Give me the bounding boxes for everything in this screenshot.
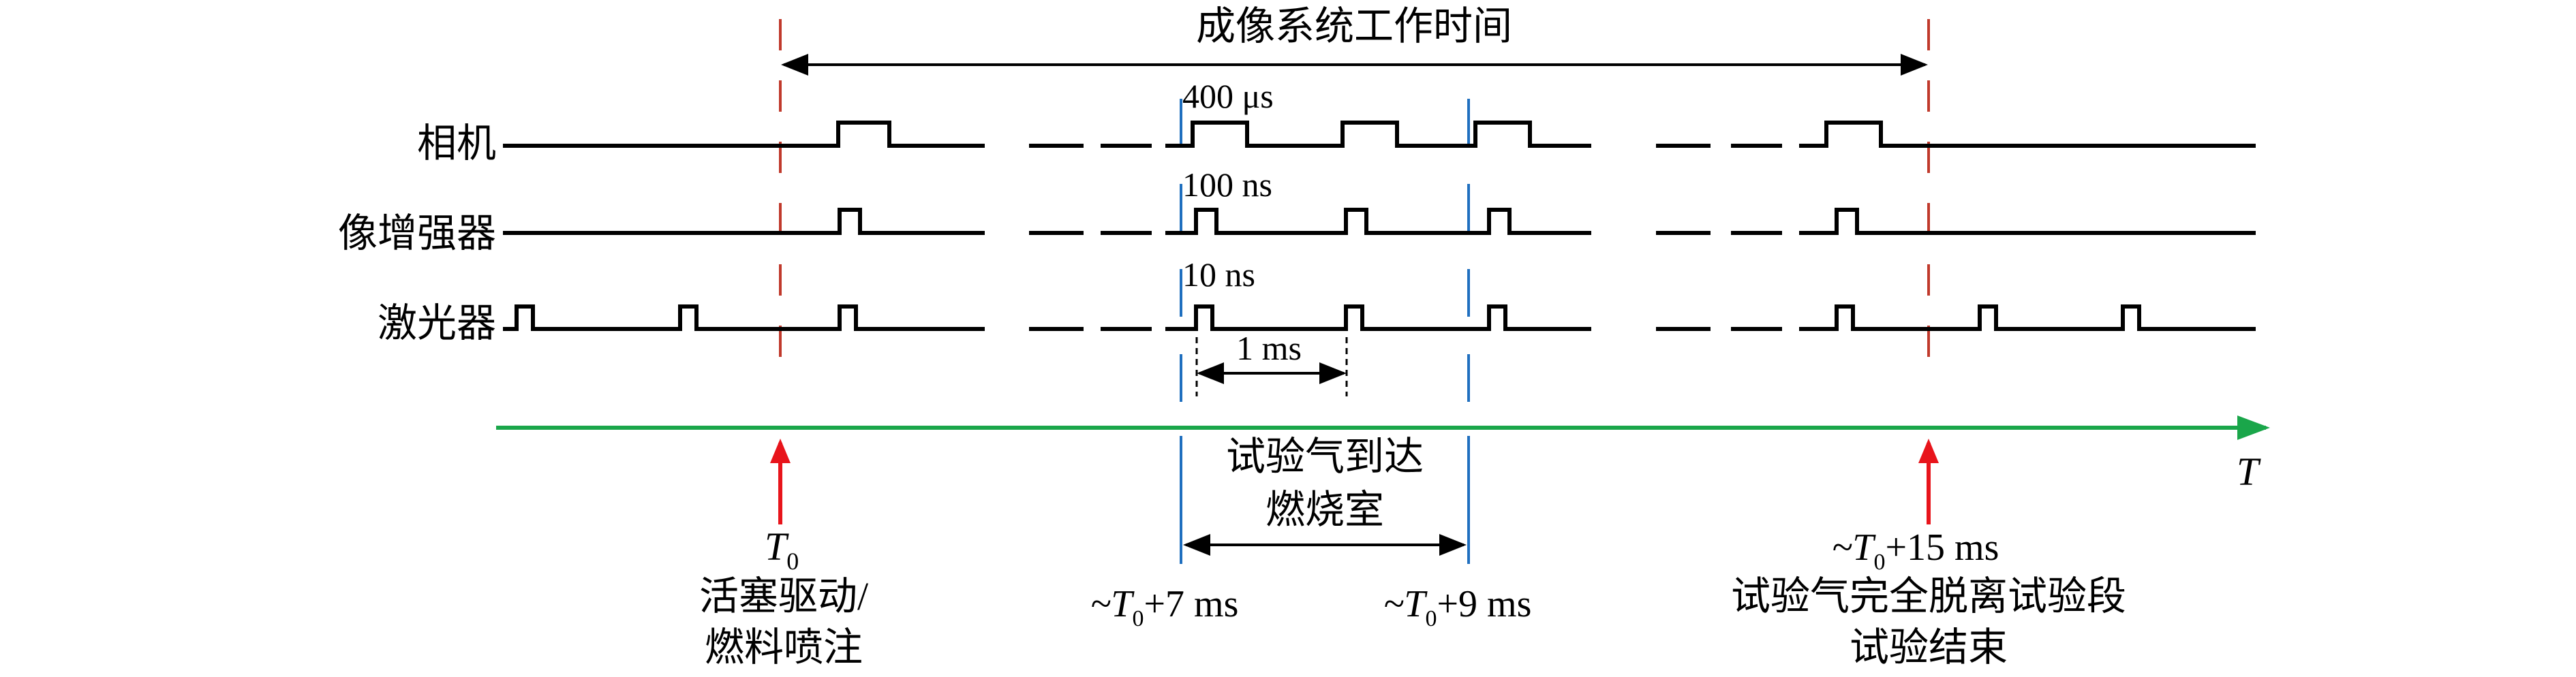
t7-suffix: +7 ms [1144, 583, 1238, 625]
t9-prefix: ~T [1383, 583, 1428, 625]
imaging-time-label: 成像系统工作时间 [1196, 4, 1512, 48]
time-axis: T [496, 415, 2270, 494]
t9-subscript: 0 [1425, 606, 1437, 631]
laser-waveform-seg-1 [503, 304, 985, 331]
gas-arrival-line1: 试验气到达 [1226, 435, 1424, 479]
t9-suffix: +9 ms [1437, 583, 1531, 625]
row-label-intensifier: 像增强器 [338, 211, 496, 255]
laser-waveform-seg-3 [1799, 304, 2256, 331]
intensifier-pulse-width-label: 100 ns [1182, 166, 1272, 204]
interval-label: 1 ms [1236, 329, 1302, 367]
t15-subscript: 0 [1873, 550, 1885, 575]
t9-label: ~T0+9 ms [1383, 583, 1531, 631]
intensifier-signal [503, 208, 2256, 235]
t15-description-line2: 试验结束 [1850, 625, 2008, 670]
t0-description-line1: 活塞驱动/ [699, 574, 869, 618]
interval-marker: 1 ms [1195, 329, 1348, 396]
gas-arrival-line2: 燃烧室 [1266, 488, 1384, 532]
camera-pulse-width-label: 400 μs [1182, 77, 1274, 115]
camera-signal [503, 121, 2256, 148]
laser-waveform-seg-2 [1165, 304, 1591, 331]
t15-prefix: ~T [1832, 526, 1876, 569]
camera-waveform-seg-3 [1799, 121, 2256, 148]
laser-signal [503, 304, 2256, 331]
t15-label: ~T0+15 ms [1832, 526, 1999, 575]
camera-waveform-seg-1 [503, 121, 985, 148]
marker-lines [779, 19, 1930, 564]
t7-label: ~T0+7 ms [1090, 583, 1238, 631]
camera-waveform-seg-2 [1165, 121, 1591, 148]
intensifier-waveform-seg-1 [503, 208, 985, 235]
intensifier-waveform-seg-2 [1165, 208, 1591, 235]
laser-pulse-width-label: 10 ns [1182, 255, 1255, 294]
imaging-time-span: 成像系统工作时间 [781, 4, 1928, 76]
time-axis-label: T [2237, 450, 2261, 494]
t0-symbol-letter: T [765, 524, 789, 569]
t7-prefix: ~T [1090, 583, 1135, 625]
t0-event: T0 活塞驱动/ 燃料喷注 [699, 524, 869, 670]
t15-event: ~T0+15 ms 试验气完全脱离试验段 试验结束 [1731, 526, 2126, 670]
row-label-camera: 相机 [417, 121, 496, 166]
t15-description-line1: 试验气完全脱离试验段 [1731, 574, 2126, 618]
t0-symbol: T0 [765, 524, 799, 575]
t15-suffix: +15 ms [1885, 526, 1999, 569]
t0-description-line2: 燃料喷注 [705, 625, 863, 670]
gas-arrival-span: 试验气到达 燃烧室 [1183, 435, 1467, 556]
t0-symbol-subscript: 0 [786, 548, 799, 575]
t7-subscript: 0 [1132, 606, 1144, 631]
row-label-laser: 激光器 [378, 301, 496, 345]
intensifier-waveform-seg-3 [1799, 208, 2256, 235]
